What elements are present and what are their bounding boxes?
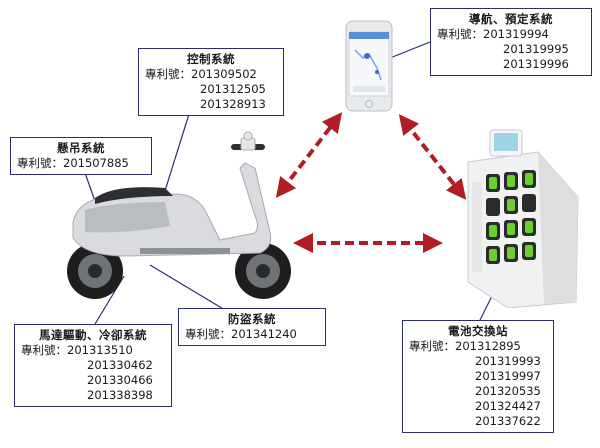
patent-number: 201319996 bbox=[503, 57, 569, 71]
patent-number: 201313510 bbox=[67, 343, 133, 357]
box-title: 懸吊系統 bbox=[57, 141, 105, 155]
box-title: 電池交換站 bbox=[448, 324, 508, 338]
double-arrow-icon bbox=[275, 112, 343, 198]
patent-number: 201309502 bbox=[191, 67, 257, 81]
box-title: 控制系統 bbox=[187, 52, 235, 66]
box-antitheft-system: 防盜系統 專利號：201341240 bbox=[178, 308, 326, 346]
box-title: 防盜系統 bbox=[228, 312, 276, 326]
patent-number: 201337622 bbox=[475, 414, 541, 428]
patent-number: 201324427 bbox=[475, 399, 541, 413]
box-title: 導航、預定系統 bbox=[469, 12, 553, 26]
box-suspension-system: 懸吊系統 專利號：201507885 bbox=[10, 137, 152, 175]
patent-number: 201319993 bbox=[475, 354, 541, 368]
patent-label: 專利號： bbox=[145, 67, 191, 81]
patent-number: 201507885 bbox=[63, 156, 129, 170]
double-arrow-icon bbox=[398, 114, 467, 200]
box-motor-system: 馬達驅動、冷卻系統 專利號：201313510 201330462 201330… bbox=[14, 324, 172, 407]
patent-number: 201319994 bbox=[483, 27, 549, 41]
leader-line bbox=[389, 41, 431, 59]
leader-line bbox=[149, 264, 226, 311]
patent-label: 專利號： bbox=[437, 27, 483, 41]
patent-number: 201338398 bbox=[87, 388, 153, 402]
patent-label: 專利號： bbox=[185, 327, 231, 341]
patent-number: 201319995 bbox=[503, 42, 569, 56]
box-nav-system: 導航、預定系統 專利號：201319994 201319995 20131999… bbox=[430, 8, 592, 76]
patent-number: 201320535 bbox=[475, 384, 541, 398]
box-title: 馬達驅動、冷卻系統 bbox=[39, 328, 147, 342]
patent-number: 201319997 bbox=[475, 369, 541, 383]
box-control-system: 控制系統 專利號：201309502 201312505 201328913 bbox=[138, 48, 284, 116]
patent-number: 201312505 bbox=[200, 82, 266, 96]
patent-label: 專利號： bbox=[17, 156, 63, 170]
patent-label: 專利號： bbox=[409, 339, 455, 353]
patent-number: 201330466 bbox=[87, 373, 153, 387]
battery-station-illustration bbox=[467, 129, 579, 308]
patent-number: 201341240 bbox=[231, 327, 297, 341]
patent-number: 201312895 bbox=[455, 339, 521, 353]
scooter-illustration bbox=[67, 131, 291, 299]
patent-number: 201328913 bbox=[200, 97, 266, 111]
smartphone-illustration bbox=[345, 20, 393, 112]
patent-number: 201330462 bbox=[87, 358, 153, 372]
patent-label: 專利號： bbox=[21, 343, 67, 357]
box-battery-station: 電池交換站 專利號：201312895 201319993 201319997 … bbox=[402, 320, 554, 433]
